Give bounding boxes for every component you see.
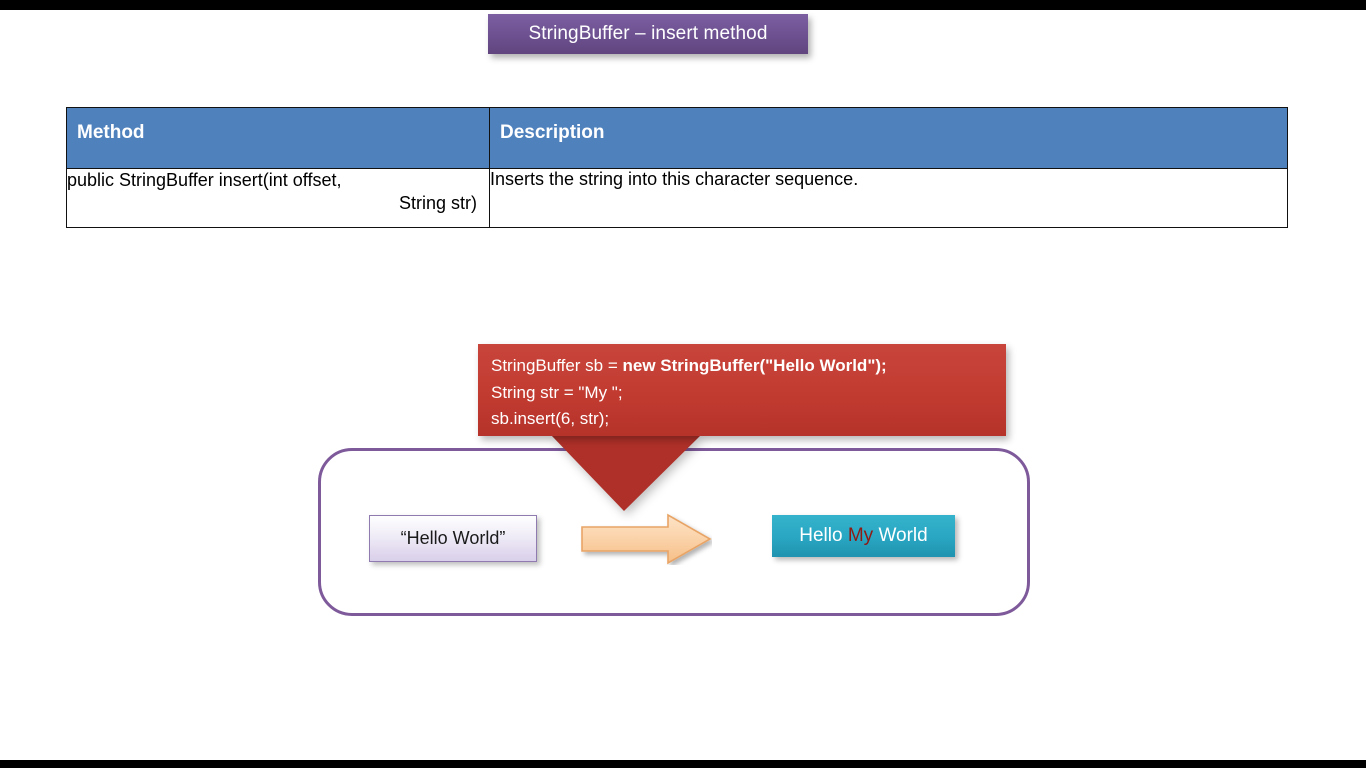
method-reference-table: Method Description public StringBuffer i… — [66, 107, 1288, 228]
code-example-lines: StringBuffer sb = new StringBuffer("Hell… — [478, 344, 1006, 433]
slide-title-banner: StringBuffer – insert method — [488, 14, 808, 54]
result-string-label: Hello My World — [799, 525, 927, 547]
table-cell-method-signature: public StringBuffer insert(int offset, S… — [66, 168, 490, 228]
page-title: StringBuffer – insert method — [528, 23, 768, 44]
source-string-box: “Hello World” — [369, 515, 537, 562]
method-signature-line-1: public StringBuffer insert(int offset, — [67, 170, 342, 190]
code-line-1: StringBuffer sb = new StringBuffer("Hell… — [491, 353, 1006, 380]
table-header-description: Description — [489, 107, 1288, 169]
result-prefix: Hello — [799, 525, 848, 546]
result-inserted-text: My — [847, 525, 874, 546]
code-example-callout: StringBuffer sb = new StringBuffer("Hell… — [478, 344, 1006, 436]
code-line-2: String str = "My "; — [491, 382, 623, 402]
letterbox-bar-top — [0, 0, 1366, 10]
table-header-method: Method — [66, 107, 490, 169]
result-suffix: World — [873, 525, 928, 546]
code-line-3: sb.insert(6, str); — [491, 409, 610, 429]
table-cell-description: Inserts the string into this character s… — [489, 168, 1288, 228]
slide-canvas: StringBuffer – insert method Method Desc… — [0, 10, 1366, 760]
right-block-arrow-icon — [580, 513, 712, 565]
code-line-1-bold: new StringBuffer("Hello World"); — [622, 356, 887, 375]
table-header-method-label: Method — [77, 122, 145, 143]
callout-pointer-triangle — [551, 435, 701, 511]
result-string-box: Hello My World — [772, 515, 955, 557]
table-header-row: Method Description — [66, 107, 1288, 169]
table-row: public StringBuffer insert(int offset, S… — [66, 168, 1288, 228]
source-string-label: “Hello World” — [400, 528, 506, 548]
table-header-description-label: Description — [500, 122, 605, 143]
method-signature-line-2: String str) — [398, 193, 477, 214]
code-line-1-prefix: StringBuffer sb = — [491, 356, 623, 375]
letterbox-bar-bottom — [0, 760, 1366, 768]
